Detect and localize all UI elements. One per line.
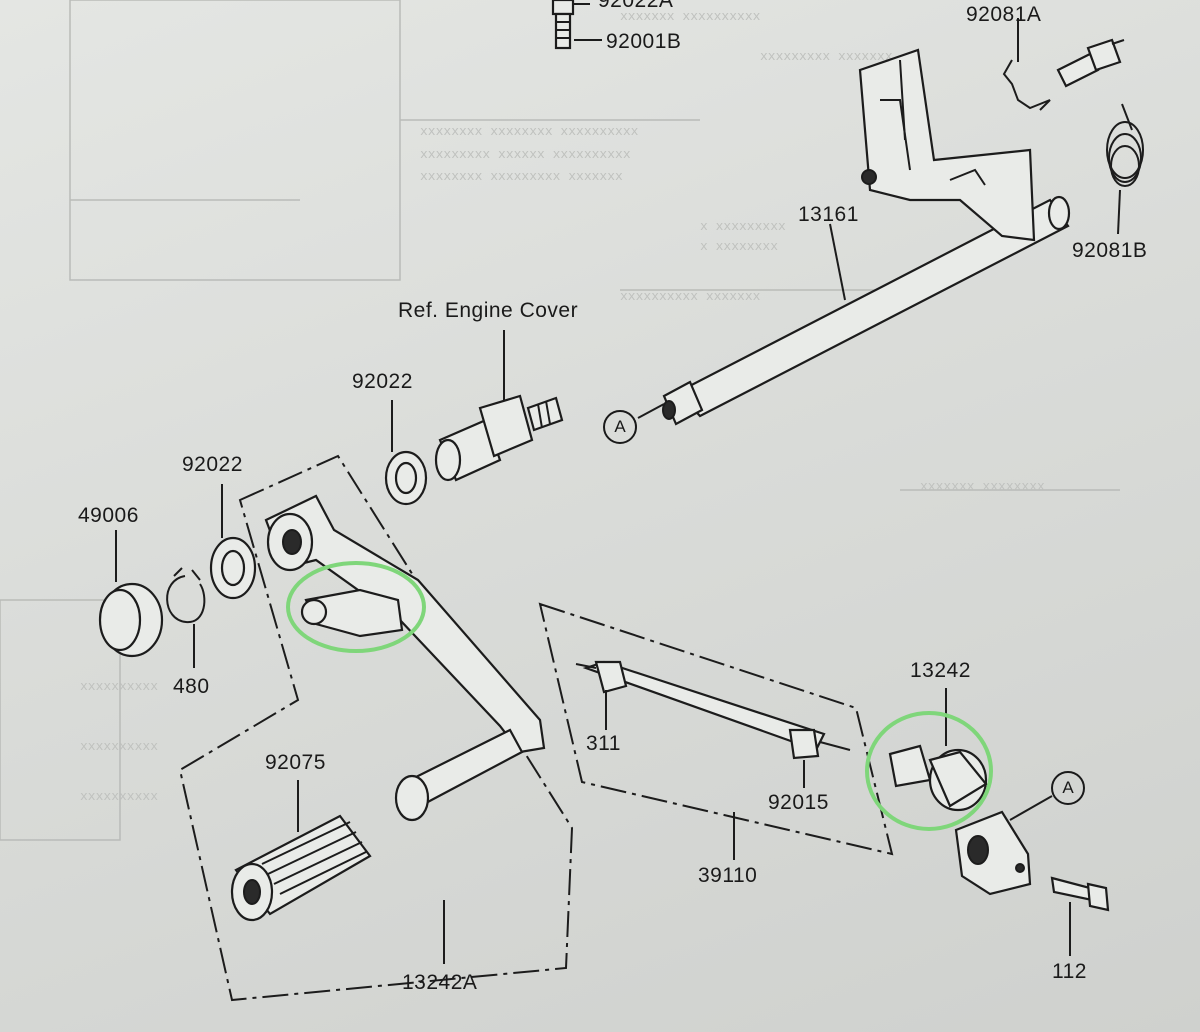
bleed-through-background: xxxxxxxx xxxxxxxx xxxxxxxxxx xxxxxxxxx x… bbox=[0, 0, 1120, 841]
svg-text:xxxxxxxx xxxxxxxxx xxxxxxx: xxxxxxxx xxxxxxxxx xxxxxxx bbox=[420, 169, 623, 184]
engine-cover-stud bbox=[434, 330, 564, 482]
label-92022-left: 92022 bbox=[182, 453, 243, 476]
label-13242a: 13242A bbox=[402, 971, 478, 994]
svg-text:x xxxxxxxx: x xxxxxxxx bbox=[700, 239, 778, 254]
bolt-112 bbox=[1050, 876, 1110, 956]
label-92022a: 92022A bbox=[598, 0, 674, 12]
circlip-480 bbox=[166, 567, 206, 668]
tie-rod-39110 bbox=[538, 602, 894, 860]
svg-text:xxxxxxxxxx: xxxxxxxxxx bbox=[80, 789, 158, 804]
shift-shaft-13161 bbox=[662, 48, 1071, 426]
spring-92081b bbox=[1106, 103, 1144, 235]
svg-text:xxxxxxxxx xxxxxx xxxxxxxxxx: xxxxxxxxx xxxxxx xxxxxxxxxx bbox=[420, 147, 631, 162]
label-92075: 92075 bbox=[265, 751, 326, 774]
svg-text:xxxxxxxx xxxxxxxx xxxxxxxxxx: xxxxxxxx xxxxxxxx xxxxxxxxxx bbox=[420, 124, 639, 139]
svg-text:xxxxxxxxxx xxxxxxx: xxxxxxxxxx xxxxxxx bbox=[620, 289, 761, 304]
label-92015: 92015 bbox=[768, 791, 829, 814]
label-13242: 13242 bbox=[910, 659, 971, 682]
label-92081a: 92081A bbox=[966, 3, 1042, 26]
highlight-ring-pedal-pivot bbox=[286, 561, 426, 653]
washer-92022-top bbox=[384, 400, 428, 506]
clamp-lever bbox=[954, 795, 1053, 896]
svg-text:xxxxxxxxxx: xxxxxxxxxx bbox=[80, 679, 158, 694]
label-311: 311 bbox=[586, 732, 621, 755]
ref-a-callout-lever: A bbox=[1051, 771, 1085, 805]
label-13161: 13161 bbox=[798, 203, 859, 226]
label-480: 480 bbox=[173, 675, 210, 698]
svg-text:xxxxxxx xxxxxxxxxx: xxxxxxx xxxxxxxxxx bbox=[620, 9, 761, 24]
svg-text:xxxxxxxxx xxxxxxx: xxxxxxxxx xxxxxxx bbox=[760, 49, 893, 64]
rubber-92075 bbox=[230, 780, 372, 922]
label-ref-engine-cover: Ref. Engine Cover bbox=[398, 299, 579, 322]
label-39110: 39110 bbox=[698, 864, 758, 887]
ref-a-callout-shaft: A bbox=[603, 410, 637, 444]
label-49006: 49006 bbox=[78, 504, 139, 527]
spring-92081a bbox=[1002, 18, 1051, 111]
ref-a-leader bbox=[637, 403, 665, 419]
svg-text:x xxxxxxxxx: x xxxxxxxxx bbox=[700, 219, 786, 234]
pin-bolt bbox=[1056, 38, 1125, 88]
label-92001b: 92001B bbox=[606, 30, 682, 53]
label-112: 112 bbox=[1052, 960, 1087, 983]
svg-text:xxxxxxxxxx: xxxxxxxxxx bbox=[80, 739, 158, 754]
svg-text:xxxxxxx xxxxxxxx: xxxxxxx xxxxxxxx bbox=[920, 479, 1045, 494]
label-92081b: 92081B bbox=[1072, 239, 1148, 262]
shift-pedal-13242a bbox=[178, 454, 574, 1002]
washer-92022-left bbox=[209, 484, 257, 600]
bolt-92001b bbox=[551, 0, 602, 50]
highlight-ring-joint bbox=[865, 711, 993, 831]
joint-13242 bbox=[888, 688, 988, 812]
label-92022-top: 92022 bbox=[352, 370, 413, 393]
cap-49006 bbox=[98, 530, 164, 658]
